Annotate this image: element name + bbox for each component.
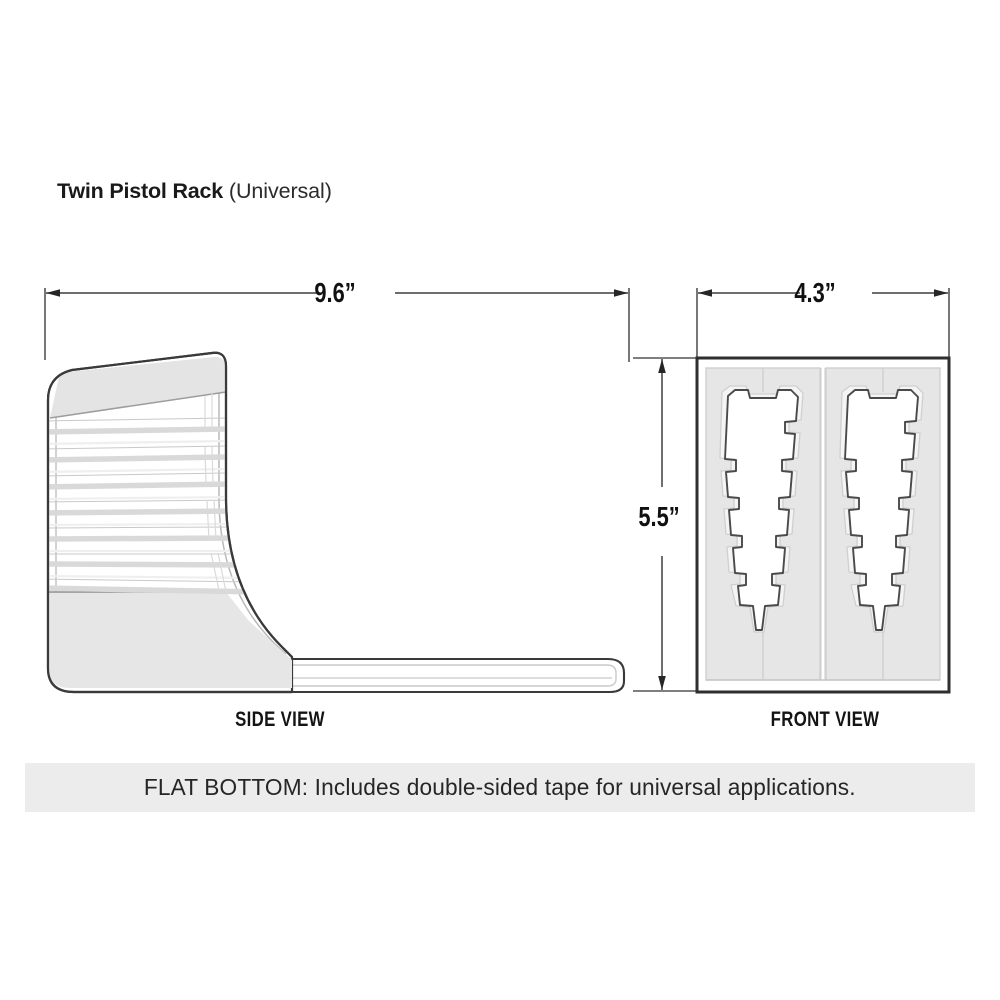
front-view-drawing	[695, 356, 951, 694]
side-view-base-foot	[281, 657, 626, 694]
pistol-slot-left	[719, 385, 804, 633]
dimension-width	[44, 288, 630, 362]
flat-bottom-banner: FLAT BOTTOM: Includes double-sided tape …	[25, 763, 975, 812]
pistol-slot-right	[839, 385, 924, 633]
dimension-depth	[696, 288, 950, 360]
dimension-label-width: 9.6”	[314, 277, 356, 308]
banner-text: FLAT BOTTOM: Includes double-sided tape …	[144, 774, 856, 800]
side-view-drawing	[46, 351, 626, 694]
side-view-body	[46, 351, 294, 694]
product-variant: (Universal)	[223, 179, 332, 203]
dimension-label-height: 5.5”	[638, 501, 680, 532]
caption-front-view: FRONT VIEW	[770, 708, 880, 731]
dimension-label-depth: 4.3”	[794, 277, 836, 308]
dimension-height	[633, 357, 697, 692]
product-name: Twin Pistol Rack	[57, 179, 224, 203]
caption-side-view: SIDE VIEW	[235, 708, 325, 731]
page-title: Twin Pistol Rack (Universal)	[57, 179, 332, 204]
